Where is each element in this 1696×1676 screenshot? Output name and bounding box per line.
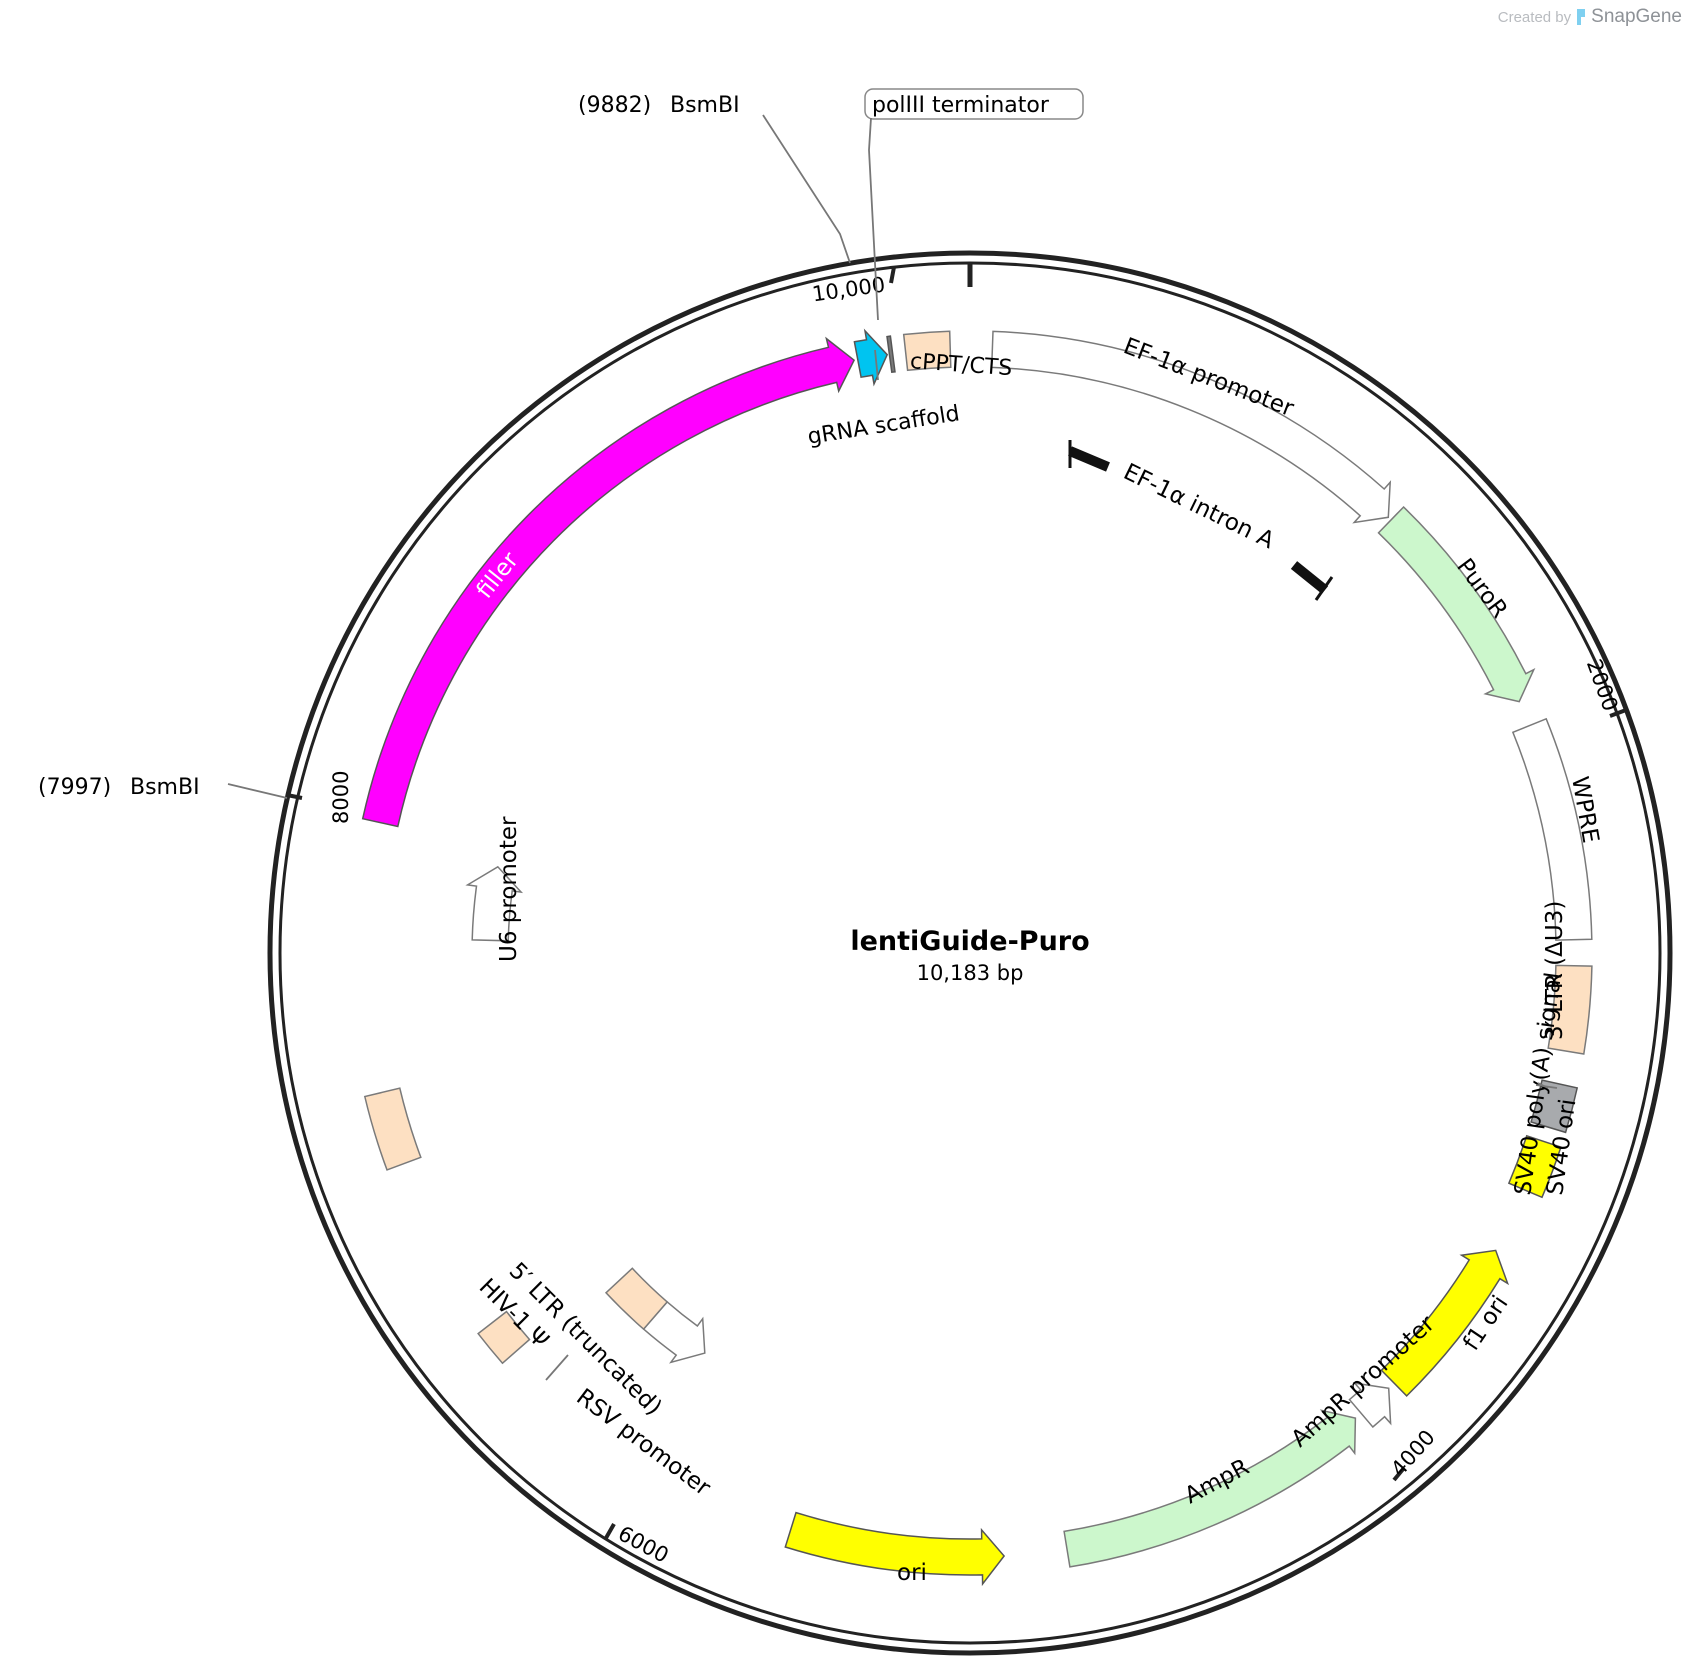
- ampr-feature[interactable]: [1063, 1409, 1357, 1568]
- polIII-terminator-feature[interactable]: [886, 335, 896, 374]
- tick-2000: [1609, 708, 1627, 718]
- u6-promoter-label: U6 promoter: [496, 816, 522, 962]
- bsmbi-7997-position: (7997): [38, 775, 111, 800]
- wpre-feature[interactable]: [1511, 717, 1593, 941]
- polIII-terminator-label: polIII terminator: [872, 93, 1050, 118]
- bsmbi-7997-leader: [227, 783, 288, 799]
- backbone-outer-ring: [267, 250, 1673, 1656]
- intron-label: EF-1α intron A: [1119, 459, 1278, 554]
- ef1a-promoter-feature[interactable]: [990, 330, 1392, 524]
- cppt-feature[interactable]: [902, 330, 952, 372]
- ltr3-label: 3′ LTR (ΔU3): [1542, 901, 1568, 1040]
- ampr-promoter-feature[interactable]: [1348, 1382, 1392, 1429]
- rre-feature[interactable]: [363, 1087, 422, 1171]
- ltr5-feature[interactable]: [604, 1267, 669, 1331]
- ltr3-feature[interactable]: [1547, 964, 1593, 1055]
- plasmid-size: 10,183 bp: [917, 961, 1024, 985]
- rsv-promoter-feature[interactable]: [642, 1300, 706, 1364]
- puror-feature[interactable]: [1377, 505, 1536, 703]
- snapgene-logo-icon: [1577, 9, 1586, 25]
- plasmid-name: lentiGuide-Puro: [850, 926, 1089, 957]
- grna-scaffold-leader: [874, 349, 879, 381]
- tick-label-4000: 4000: [1386, 1425, 1440, 1481]
- hiv1-psi-feature[interactable]: [477, 1310, 531, 1365]
- ori-label: ori: [897, 1560, 927, 1586]
- tick-6000: [604, 1523, 616, 1539]
- bsmbi-9882-position: (9882): [578, 93, 651, 118]
- credit-brand: SnapGene: [1591, 6, 1682, 27]
- f1-ori-feature[interactable]: [1380, 1249, 1510, 1397]
- ef1a-intron-marker: [1068, 440, 1334, 601]
- ori-feature[interactable]: [784, 1511, 1006, 1587]
- tick-4000: [1392, 1466, 1406, 1482]
- tick-10000: [889, 266, 896, 284]
- ltr5-leader: [545, 1354, 569, 1381]
- snapgene-credit: Created by SnapGene: [1498, 6, 1682, 28]
- feature-layer: filler: [361, 328, 1593, 1587]
- bsmbi-7997-label: BsmBI: [130, 775, 200, 800]
- u6-promoter-feature[interactable]: [465, 865, 524, 942]
- filler-feature[interactable]: [361, 336, 856, 828]
- tick-label-8000: 8000: [329, 771, 353, 824]
- polIII-terminator-callout-box: [864, 88, 1084, 120]
- bsmbi-9882-label: BsmBI: [670, 93, 740, 118]
- bsmbi-9882-leader: [762, 114, 851, 264]
- sv40-ori-feature[interactable]: [1507, 1134, 1562, 1199]
- sv40-ori-leader: [1537, 1082, 1549, 1089]
- credit-prefix: Created by: [1497, 8, 1572, 26]
- grna-scaffold-feature[interactable]: [853, 328, 889, 387]
- tick-8000: [286, 793, 303, 800]
- polIII-terminator-leader: [868, 117, 879, 321]
- grna-scaffold-label: gRNA scaffold: [806, 401, 962, 450]
